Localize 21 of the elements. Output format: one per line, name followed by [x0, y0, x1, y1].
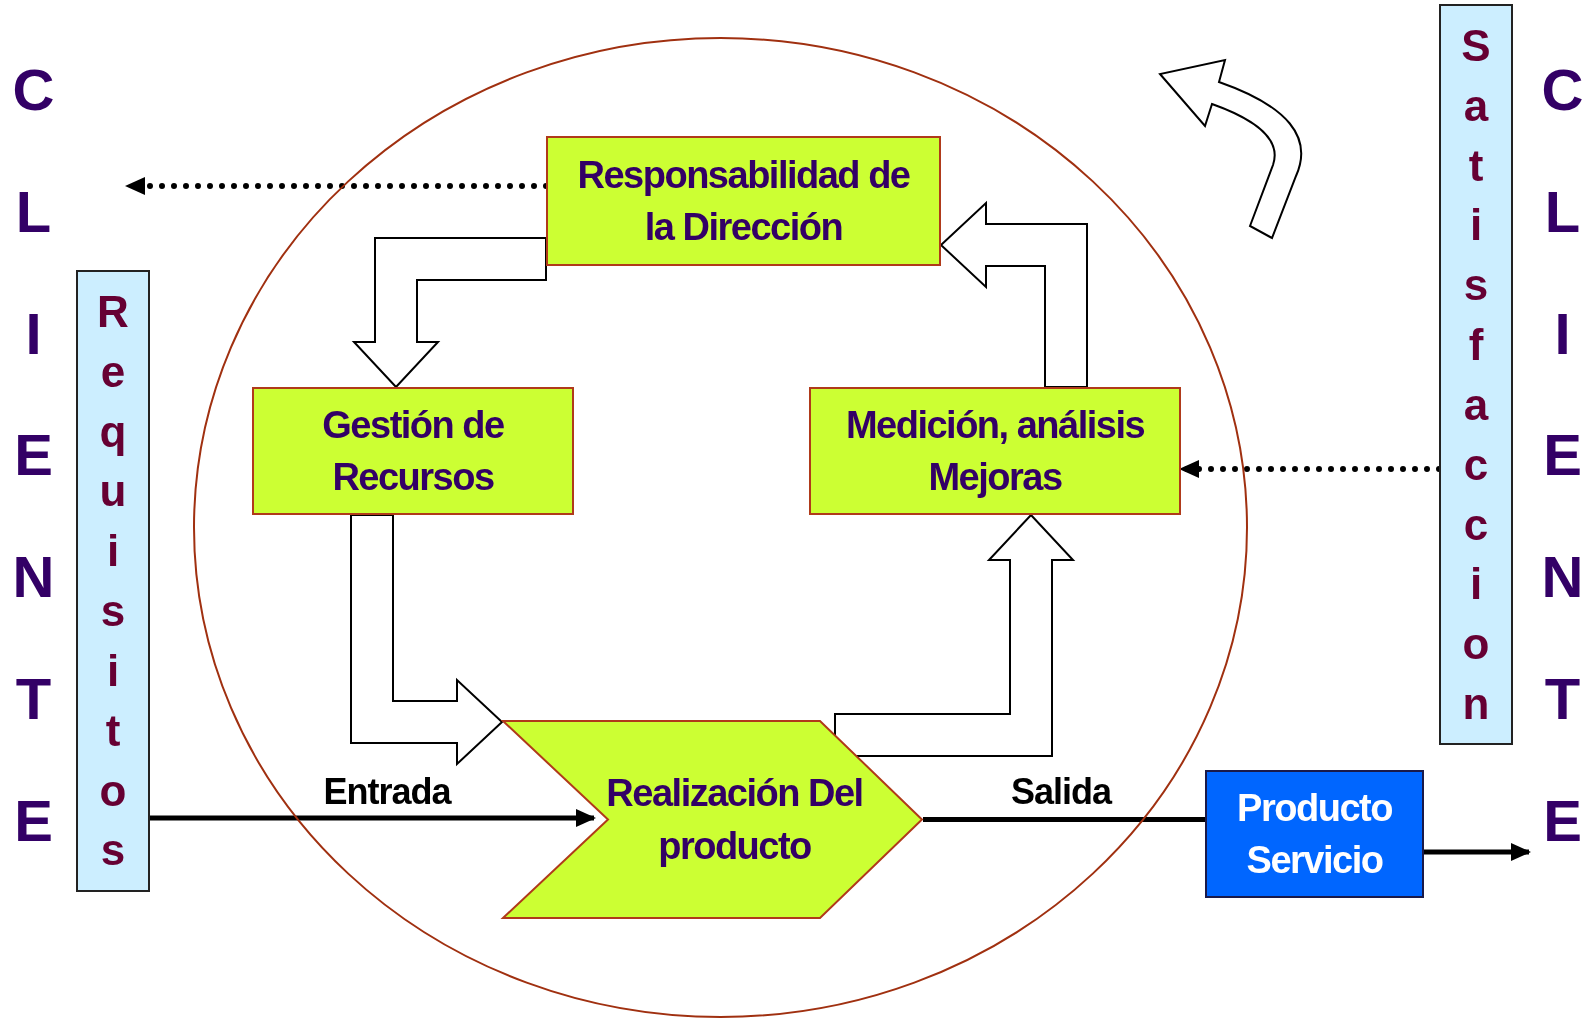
vertical-bar: [1439, 4, 1513, 745]
vertical-bar: [76, 270, 150, 892]
arrow: [150, 809, 596, 827]
block-arrow: [834, 513, 1076, 757]
box-label: Producto Servicio: [1236, 785, 1393, 883]
process-box: [809, 387, 1181, 515]
vertical-label: CLIENTE: [11, 56, 67, 855]
vertical-label: CLIENTE: [1540, 56, 1596, 855]
output-box: [1205, 770, 1424, 898]
box-label: Medición, análisis Mejoras: [844, 402, 1146, 500]
box-label: Gestión de Recursos: [321, 402, 505, 500]
block-arrow: [939, 200, 1088, 388]
block-arrow: [351, 237, 547, 389]
box-label: Responsabilidad de la Dirección: [576, 152, 911, 250]
process-box: [546, 136, 941, 266]
box-label: Realización Del producto: [605, 771, 864, 869]
arrow: [1424, 843, 1531, 861]
vertical-label: Satisfaccion: [1460, 20, 1501, 731]
block-arrow: [350, 514, 504, 767]
process-box: [252, 387, 574, 515]
vertical-label: Requisitos: [96, 286, 139, 877]
